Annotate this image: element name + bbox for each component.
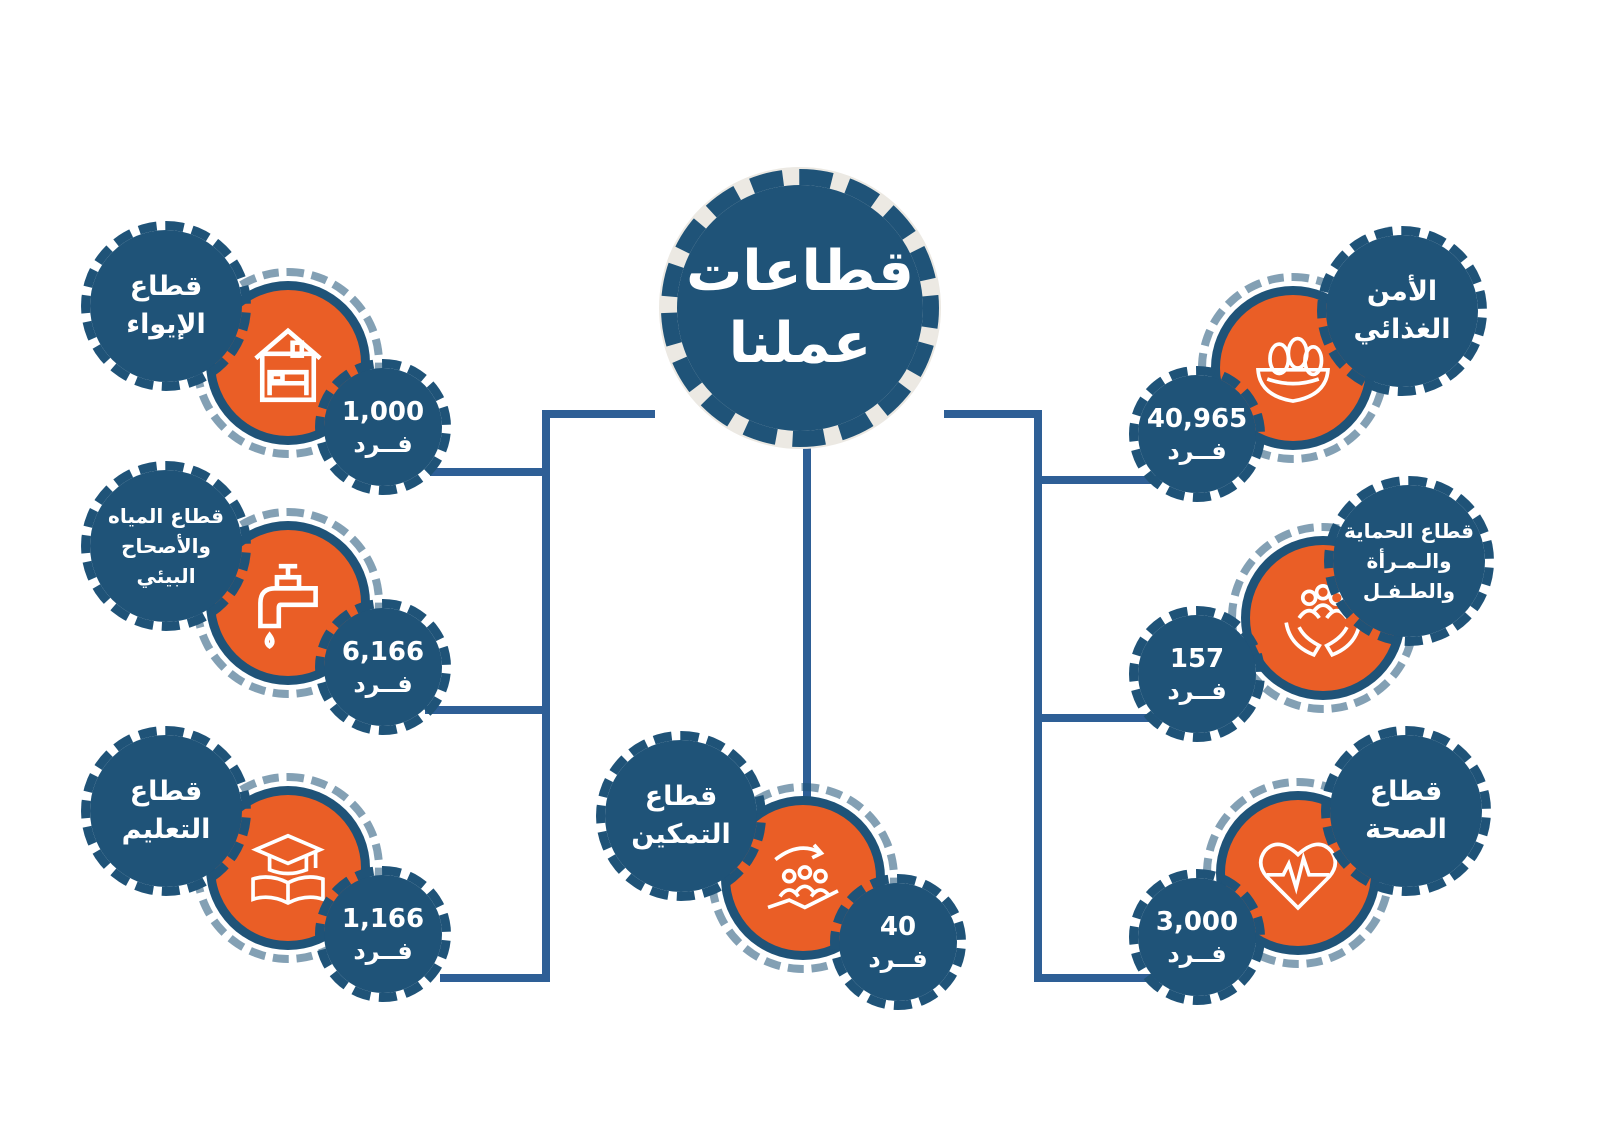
unit-label: فــرد xyxy=(353,430,413,458)
count-value: 40,965 xyxy=(1146,404,1248,434)
title-line-2: عملنا xyxy=(728,311,872,376)
unit-label: فــرد xyxy=(1167,940,1227,968)
count-value: 40 xyxy=(879,912,917,942)
label-water: قطاع المياه والأصحاح البيئي xyxy=(81,461,251,631)
sector-health: قطاع الصحة 3,000 فــرد xyxy=(1129,726,1500,1005)
label-protection: قطاع الحماية والـمـرأة والطـفـل xyxy=(1324,476,1494,646)
label-shelter: قطاع الإيواء xyxy=(81,221,251,391)
sector-empowerment: قطاع التمكين 40 فــرد xyxy=(596,731,966,1010)
count-value: 6,166 xyxy=(341,637,425,667)
count-empowerment: 40 فــرد xyxy=(830,874,966,1010)
sector-water: قطاع المياه والأصحاح البيئي 6,166 فــرد xyxy=(81,461,451,740)
count-food: 40,965 فــرد xyxy=(1129,366,1265,502)
sector-protection: قطاع الحماية والـمـرأة والطـفـل 157 فــر… xyxy=(1129,476,1500,755)
count-value: 157 xyxy=(1169,644,1225,674)
label-health: قطاع الصحة xyxy=(1321,726,1491,896)
title-node: قطاعات عملنا xyxy=(659,167,941,449)
count-value: 1,000 xyxy=(341,397,425,427)
unit-label: فــرد xyxy=(353,937,413,965)
title-line-1: قطاعات xyxy=(686,239,914,304)
title-gear: قطاعات عملنا xyxy=(661,169,939,447)
count-shelter: 1,000 فــرد xyxy=(315,359,451,495)
label-empowerment: قطاع التمكين xyxy=(596,731,766,901)
unit-label: فــرد xyxy=(1167,437,1227,465)
count-protection: 157 فــرد xyxy=(1129,606,1265,742)
label-food: الأمن الغذائي xyxy=(1317,226,1487,396)
unit-label: فــرد xyxy=(868,945,928,973)
unit-label: فــرد xyxy=(353,670,413,698)
unit-label: فــرد xyxy=(1167,677,1227,705)
count-health: 3,000 فــرد xyxy=(1129,869,1265,1005)
count-value: 3,000 xyxy=(1155,907,1239,937)
sector-shelter: قطاع الإيواء 1,000 فــرد xyxy=(81,221,451,500)
count-value: 1,166 xyxy=(341,904,425,934)
sector-food: الأمن الغذائي 40,965 فــرد xyxy=(1129,226,1500,505)
sector-education: قطاع التعليم 1,166 فــرد xyxy=(81,726,451,1005)
label-education: قطاع التعليم xyxy=(81,726,251,896)
count-water: 6,166 فــرد xyxy=(315,599,451,735)
count-education: 1,166 فــرد xyxy=(315,866,451,1002)
